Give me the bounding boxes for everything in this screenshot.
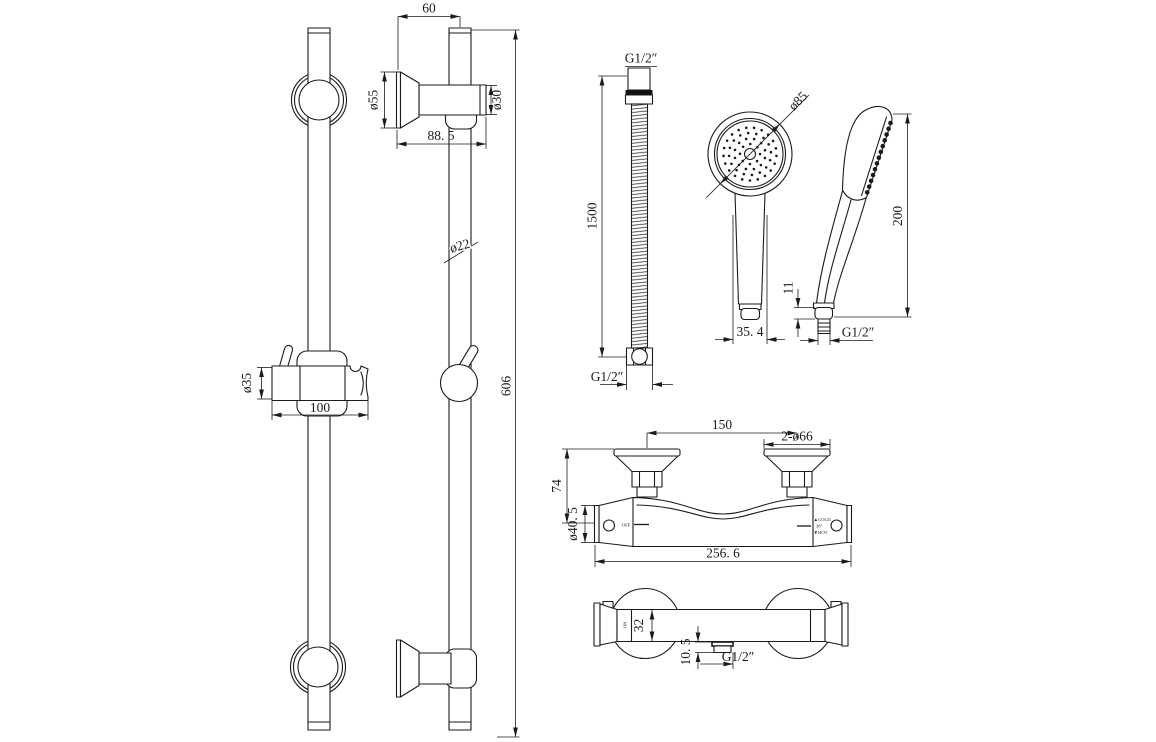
- valve-body-top: [616, 608, 826, 643]
- dim-label-10-5: 10. 5: [678, 638, 693, 665]
- handshower-inlet-nut-side: [814, 306, 834, 320]
- dim-label-dia35: ø35: [239, 373, 254, 394]
- dim-label-74: 74: [549, 479, 564, 493]
- right-flange-nut: [781, 470, 813, 488]
- dim-label-2x66: 2-ø66: [781, 429, 813, 444]
- dim-label-200: 200: [890, 206, 905, 227]
- handshower-front-view: ø85 35. 4: [705, 88, 810, 344]
- dim-label-dia30: ø30: [489, 90, 504, 111]
- dim-label-88-5: 88. 5: [428, 128, 455, 143]
- outlet-port: [713, 645, 732, 654]
- valve-hot-label: ▼HOT: [814, 530, 828, 535]
- right-handle-button: [830, 519, 843, 532]
- valve-38-label: 38°: [816, 524, 823, 529]
- handshower-side-view: 200 11 G1/2″: [781, 106, 912, 345]
- thread-label-bottom: G1/2″: [591, 369, 624, 384]
- hose-connector-band: [625, 90, 653, 95]
- dim-label-dia55: ø55: [366, 90, 381, 111]
- dim-label-150: 150: [712, 417, 733, 432]
- thread-label-side: G1/2″: [842, 325, 875, 340]
- valve-cold-label: ▲COLD: [814, 517, 832, 522]
- spray-head-side: [841, 106, 893, 201]
- dim-label-dia40-5: ø40. 5: [565, 507, 580, 541]
- dim-label-606: 606: [499, 376, 514, 397]
- bottom-wall-plate: [395, 639, 402, 698]
- right-flange-plate: [763, 448, 831, 457]
- dim-label-100: 100: [310, 400, 331, 415]
- left-handle-cap-top: [593, 602, 601, 647]
- thread-label-top: G1/2″: [625, 51, 658, 66]
- valve-front-view: OFF ▲COLD 38° ▼HOT 150 2-ø66 74 ø40. 5 2…: [549, 417, 853, 567]
- right-handle-cap: [846, 504, 853, 544]
- spray-face-bumps: [863, 120, 893, 199]
- hose-top-connector: [627, 67, 651, 91]
- top-bracket-disc: [298, 79, 340, 121]
- left-flange-nut: [631, 470, 663, 488]
- hose-flexible-body: [630, 103, 649, 349]
- valve-top-view: ON 32 10. 5 G1/2″: [593, 587, 849, 669]
- dim-label-60: 60: [422, 1, 436, 16]
- rail-front-view: ø35 100: [239, 27, 369, 731]
- thread-label-outlet: G1/2″: [722, 649, 755, 664]
- left-handle-cap: [593, 504, 600, 544]
- bottom-bracket-disc: [297, 646, 339, 688]
- slider-body: [271, 365, 369, 402]
- dim-label-dia22: ø22: [448, 236, 472, 256]
- left-flange-plate: [613, 448, 681, 457]
- left-handle-button: [602, 519, 616, 532]
- dim-label-35-4: 35. 4: [737, 324, 764, 339]
- right-handle-cap-top: [841, 602, 849, 647]
- dim-label-dia85: ø85: [785, 88, 810, 113]
- hose-view: G1/2″ 1500 G1/2″: [585, 51, 673, 390]
- outlet-flange: [711, 641, 734, 647]
- rail-side-view: 60 ø55 ø30 88. 5 ø22 606: [366, 1, 520, 738]
- bottom-bracket-cylinder: [418, 652, 452, 685]
- dim-label-32: 32: [631, 619, 646, 633]
- dim-label-256-6: 256. 6: [706, 546, 740, 561]
- dim-label-1500: 1500: [585, 202, 600, 229]
- handshower-inlet-nut: [740, 307, 761, 321]
- valve-on-label: ON: [623, 621, 628, 628]
- dim-label-11: 11: [781, 282, 796, 295]
- slider-knob-side: [439, 363, 479, 403]
- top-wall-plate: [395, 71, 402, 129]
- top-bracket-cylinder: [418, 84, 487, 116]
- valve-body: [598, 496, 848, 548]
- valve-off-label: OFF: [622, 523, 631, 528]
